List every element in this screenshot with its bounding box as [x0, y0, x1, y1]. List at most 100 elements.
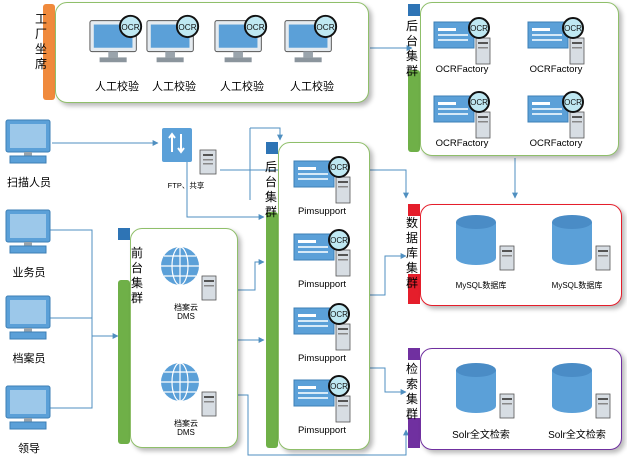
factory-title: 工厂坐席 [35, 12, 48, 71]
factory-station[interactable]: OCR [88, 14, 146, 66]
ocr-factory-server[interactable]: OCR [432, 90, 494, 142]
svg-text:OCR: OCR [178, 23, 196, 32]
database-cylinder-icon [552, 363, 611, 419]
ocr-factory-label: OCRFactory [529, 138, 583, 149]
database-cylinder-icon [456, 215, 515, 271]
user-computer[interactable] [4, 384, 54, 432]
pimsupport-label: Pimsupport [297, 206, 347, 217]
backend-top-color-bar [408, 70, 420, 152]
dms-node[interactable] [158, 244, 222, 304]
database-color-bar [408, 274, 420, 304]
mysql-label: MySQL数据库 [455, 281, 507, 290]
server-ocr-icon: OCR [527, 91, 585, 139]
solr-label: Solr全文检索 [548, 430, 606, 441]
user-computer[interactable] [4, 118, 54, 166]
ocr-factory-server[interactable]: OCR [526, 90, 588, 142]
server-ocr-icon: OCR [527, 17, 585, 65]
svg-text:OCR: OCR [316, 23, 334, 32]
svg-text:OCR: OCR [330, 163, 348, 172]
pimsupport-server[interactable]: OCR [292, 302, 354, 354]
pimsupport-server[interactable]: OCR [292, 228, 354, 280]
backend-top-color-cap [408, 4, 420, 16]
desktop-computer-icon [5, 385, 51, 430]
backend-mid-color-bar [266, 212, 278, 448]
search-color-cap [408, 348, 420, 360]
server-ocr-icon: OCR [293, 156, 351, 204]
search-title: 检索集群 [405, 362, 418, 421]
factory-station-label: 人工校验 [290, 81, 334, 93]
ocr-factory-server[interactable]: OCR [432, 16, 494, 68]
backend-top-title: 后台集群 [405, 19, 418, 78]
factory-station[interactable]: OCR [283, 14, 341, 66]
monitor-ocr-icon: OCR [284, 14, 338, 63]
ocr-factory-label: OCRFactory [435, 138, 489, 149]
pimsupport-label: Pimsupport [297, 279, 347, 290]
factory-station[interactable]: OCR [213, 14, 271, 66]
desktop-computer-icon [5, 295, 51, 340]
server-ocr-icon: OCR [293, 303, 351, 351]
pimsupport-server[interactable]: OCR [292, 374, 354, 426]
mysql-node[interactable] [452, 212, 520, 274]
database-title: 数据库集群 [405, 216, 418, 290]
factory-panel [55, 2, 369, 103]
globe-server-icon [161, 362, 217, 417]
pimsupport-server[interactable]: OCR [292, 155, 354, 207]
desktop-computer-icon [5, 209, 51, 254]
server-ocr-icon: OCR [293, 229, 351, 277]
svg-text:OCR: OCR [246, 23, 264, 32]
solr-node[interactable] [548, 360, 616, 422]
user-label: 业务员 [12, 267, 46, 279]
user-label: 扫描人员 [7, 177, 51, 189]
desktop-computer-icon [5, 119, 51, 164]
ocr-factory-label: OCRFactory [529, 64, 583, 75]
user-computer[interactable] [4, 294, 54, 342]
mysql-label: MySQL数据库 [551, 281, 603, 290]
user-label: 档案员 [12, 353, 46, 365]
globe-server-icon [161, 246, 217, 301]
server-ocr-icon: OCR [433, 91, 491, 139]
svg-text:OCR: OCR [121, 23, 139, 32]
factory-station-label: 人工校验 [152, 81, 196, 93]
svg-text:OCR: OCR [330, 236, 348, 245]
ftp-label: FTP、共享 [167, 181, 205, 190]
svg-text:OCR: OCR [470, 98, 488, 107]
mysql-node[interactable] [548, 212, 616, 274]
svg-text:OCR: OCR [330, 382, 348, 391]
user-label: 领导 [18, 443, 40, 455]
svg-text:OCR: OCR [564, 24, 582, 33]
svg-text:OCR: OCR [330, 310, 348, 319]
factory-station-label: 人工校验 [95, 81, 139, 93]
dms-sublabel: DMS [177, 428, 195, 437]
pimsupport-label: Pimsupport [297, 353, 347, 364]
svg-text:OCR: OCR [564, 98, 582, 107]
solr-label: Solr全文检索 [452, 430, 510, 441]
factory-station-label: 人工校验 [220, 81, 264, 93]
backend-mid-title: 后台集群 [264, 160, 277, 219]
ftp-node[interactable] [160, 126, 222, 176]
ocr-factory-label: OCRFactory [435, 64, 489, 75]
frontend-color-cap [118, 228, 130, 240]
server-ocr-icon: OCR [433, 17, 491, 65]
database-cylinder-icon [552, 215, 611, 271]
solr-node[interactable] [452, 360, 520, 422]
ocr-factory-server[interactable]: OCR [526, 16, 588, 68]
factory-station[interactable]: OCR [145, 14, 203, 66]
frontend-color-bar [118, 280, 130, 444]
monitor-ocr-icon: OCR [89, 14, 143, 63]
factory-color-bar [43, 4, 55, 100]
pimsupport-label: Pimsupport [297, 425, 347, 436]
user-computer[interactable] [4, 208, 54, 256]
database-cylinder-icon [456, 363, 515, 419]
monitor-ocr-icon: OCR [146, 14, 200, 63]
svg-text:OCR: OCR [470, 24, 488, 33]
server-ocr-icon: OCR [293, 375, 351, 423]
frontend-title: 前台集群 [130, 246, 143, 305]
search-color-bar [408, 418, 420, 448]
dms-label: 档案云 [174, 419, 198, 428]
dms-node[interactable] [158, 360, 222, 420]
dms-label: 档案云 [174, 303, 198, 312]
dms-sublabel: DMS [177, 312, 195, 321]
monitor-ocr-icon: OCR [214, 14, 268, 63]
database-color-cap [408, 204, 420, 216]
